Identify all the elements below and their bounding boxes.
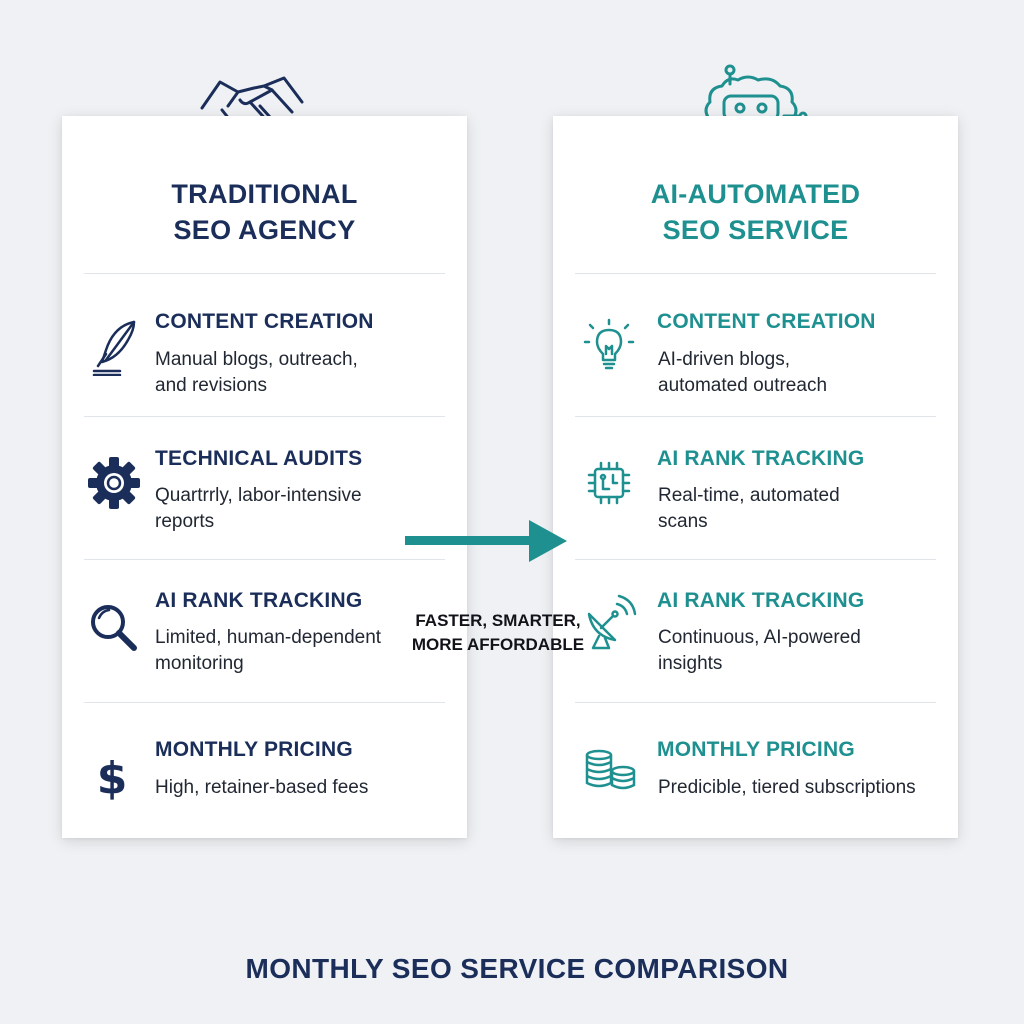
row-title: AI RANK TRACKING xyxy=(657,589,865,612)
row-ai-rank-tracking-realtime: AI RANK TRACKING Real-time, automated sc… xyxy=(553,439,958,539)
divider xyxy=(84,702,445,703)
arrow-caption: FASTER, SMARTER, MORE AFFORDABLE xyxy=(411,611,585,654)
divider xyxy=(84,273,445,274)
row-ai-rank-tracking-continuous: AI RANK TRACKING Continuous, AI-powered … xyxy=(553,582,958,682)
row-description: Quartrrly, labor-intensive reports xyxy=(155,485,362,532)
row-title: AI RANK TRACKING xyxy=(657,447,865,470)
ai-automated-card: AI-AUTOMATED SEO SERVICE CONTENT CREATIO… xyxy=(553,116,958,838)
row-title: MONTHLY PRICING xyxy=(657,738,855,761)
row-description: Continuous, AI-powered insights xyxy=(658,627,861,674)
divider xyxy=(84,559,445,560)
row-title: CONTENT CREATION xyxy=(657,310,876,333)
row-description: Real-time, automated scans xyxy=(658,485,840,532)
divider xyxy=(575,416,936,417)
row-description: Predicible, tiered subscriptions xyxy=(658,777,916,798)
row-title: MONTHLY PRICING xyxy=(155,738,353,761)
divider xyxy=(575,702,936,703)
satellite-dish-icon xyxy=(587,594,637,650)
divider xyxy=(575,273,936,274)
dollar-icon: $ xyxy=(97,753,128,803)
row-description: Manual blogs, outreach, and revisions xyxy=(155,349,358,396)
row-title: CONTENT CREATION xyxy=(155,310,374,333)
row-monthly-pricing: MONTHLY PRICING Predicible, tiered subsc… xyxy=(553,725,958,825)
traditional-agency-card: TRADITIONAL SEO AGENCY CONTENT CREATION … xyxy=(62,116,467,838)
right-arrow-icon xyxy=(405,520,567,562)
row-title: TECHNICAL AUDITS xyxy=(155,447,363,470)
gear-icon xyxy=(88,457,140,509)
row-title: AI RANK TRACKING xyxy=(155,589,363,612)
svg-text:$: $ xyxy=(97,753,128,803)
row-description: High, retainer-based fees xyxy=(155,777,369,798)
row-content-creation: CONTENT CREATION AI-driven blogs, automa… xyxy=(553,296,958,396)
footer-title: MONTHLY SEO SERVICE COMPARISON xyxy=(245,953,789,984)
card-title: TRADITIONAL SEO AGENCY xyxy=(171,179,358,245)
row-description: AI-driven blogs, automated outreach xyxy=(658,349,828,396)
row-technical-audits: TECHNICAL AUDITS Quartrrly, labor-intens… xyxy=(62,439,467,539)
row-monthly-pricing: $ MONTHLY PRICING High, retainer-based f… xyxy=(62,725,467,825)
row-ai-rank-tracking: AI RANK TRACKING Limited, human-dependen… xyxy=(62,582,467,682)
row-content-creation: CONTENT CREATION Manual blogs, outreach,… xyxy=(62,296,467,396)
card-title: AI-AUTOMATED SEO SERVICE xyxy=(650,179,861,245)
divider xyxy=(84,416,445,417)
coin-stacks-icon xyxy=(585,749,636,790)
lightbulb-icon xyxy=(583,318,635,370)
quill-pen-icon xyxy=(92,320,136,376)
chip-icon xyxy=(587,461,631,505)
magnifier-icon xyxy=(91,605,137,651)
divider xyxy=(575,559,936,560)
row-description: Limited, human-dependent monitoring xyxy=(155,627,382,674)
